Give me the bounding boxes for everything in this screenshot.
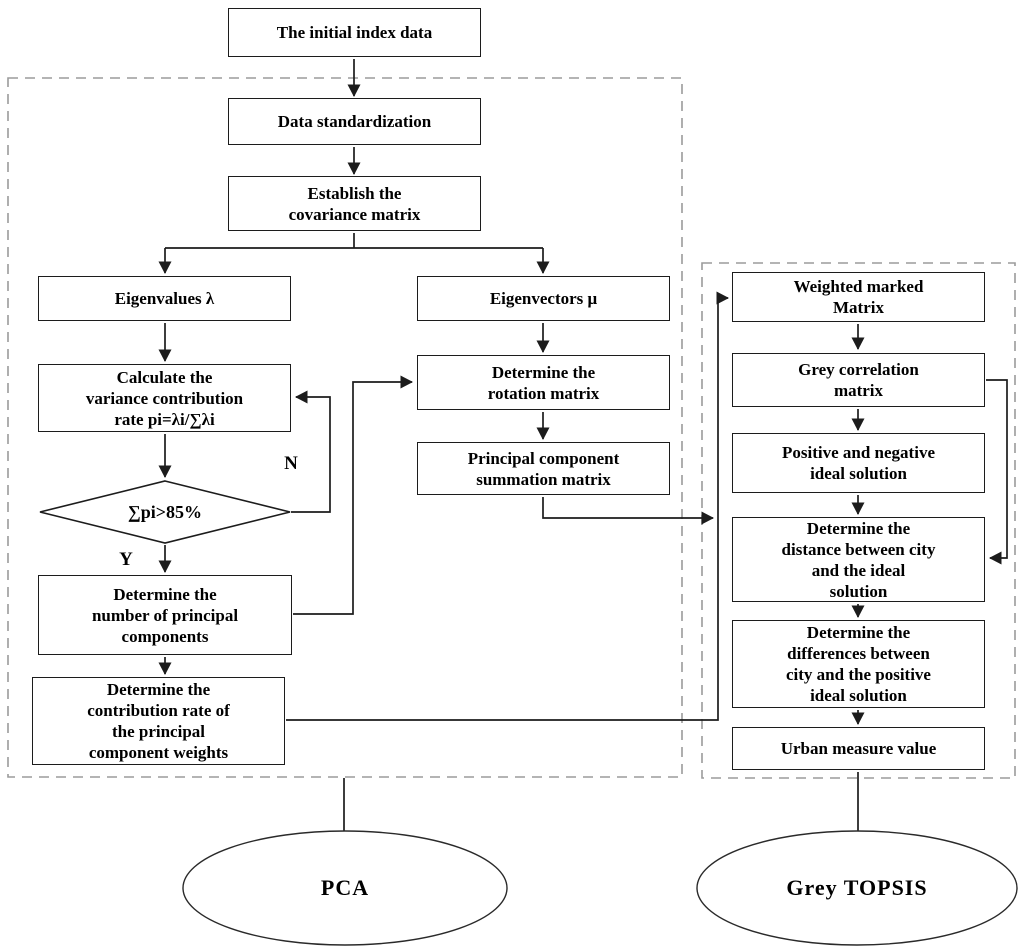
- pca-dashed-container: [7, 77, 683, 778]
- decision-yes-label: Y: [119, 549, 133, 570]
- node-det-number-components: Determine the number of principal compon…: [38, 575, 292, 655]
- node-grey-correlation-matrix: Grey correlation matrix: [732, 353, 985, 407]
- decision-condition-label: ∑pi>85%: [127, 501, 203, 522]
- node-initial-index-data: The initial index data: [228, 8, 481, 57]
- pca-ellipse: [182, 830, 508, 946]
- grey-topsis-ellipse-label: Grey TOPSIS: [786, 875, 928, 900]
- connectors: [158, 59, 1008, 832]
- node-data-standardization: Data standardization: [228, 98, 481, 145]
- arrow-det-contrib-to-weighted: [286, 291, 729, 721]
- node-det-differences-positive: Determine the differences between city a…: [732, 620, 985, 708]
- node-summation-matrix: Principal component summation matrix: [417, 442, 670, 495]
- node-urban-measure-value: Urban measure value: [732, 727, 985, 770]
- grey-topsis-ellipse: [696, 830, 1018, 946]
- arrow-det-number-to-rotation: [293, 375, 413, 615]
- arrow-summation-to-trunk: [542, 497, 714, 525]
- arrow-decision-no-loop: [291, 390, 331, 513]
- node-calc-variance-rate: Calculate the variance contribution rate…: [38, 364, 291, 432]
- node-det-distance-ideal: Determine the distance between city and …: [732, 517, 985, 602]
- pca-ellipse-label: PCA: [320, 875, 370, 900]
- node-eigenvalues: Eigenvalues λ: [38, 276, 291, 321]
- arrow-grey-corr-to-det-distance-loop: [986, 379, 1008, 565]
- node-covariance-matrix: Establish the covariance matrix: [228, 176, 481, 231]
- node-det-contribution-weights: Determine the contribution rate of the p…: [32, 677, 285, 765]
- node-weighted-marked-matrix: Weighted marked Matrix: [732, 272, 985, 322]
- node-rotation-matrix: Determine the rotation matrix: [417, 355, 670, 410]
- decision-diamond: [39, 480, 291, 544]
- node-eigenvectors: Eigenvectors μ: [417, 276, 670, 321]
- decision-no-label: N: [284, 453, 298, 474]
- node-pos-neg-ideal-solution: Positive and negative ideal solution: [732, 433, 985, 493]
